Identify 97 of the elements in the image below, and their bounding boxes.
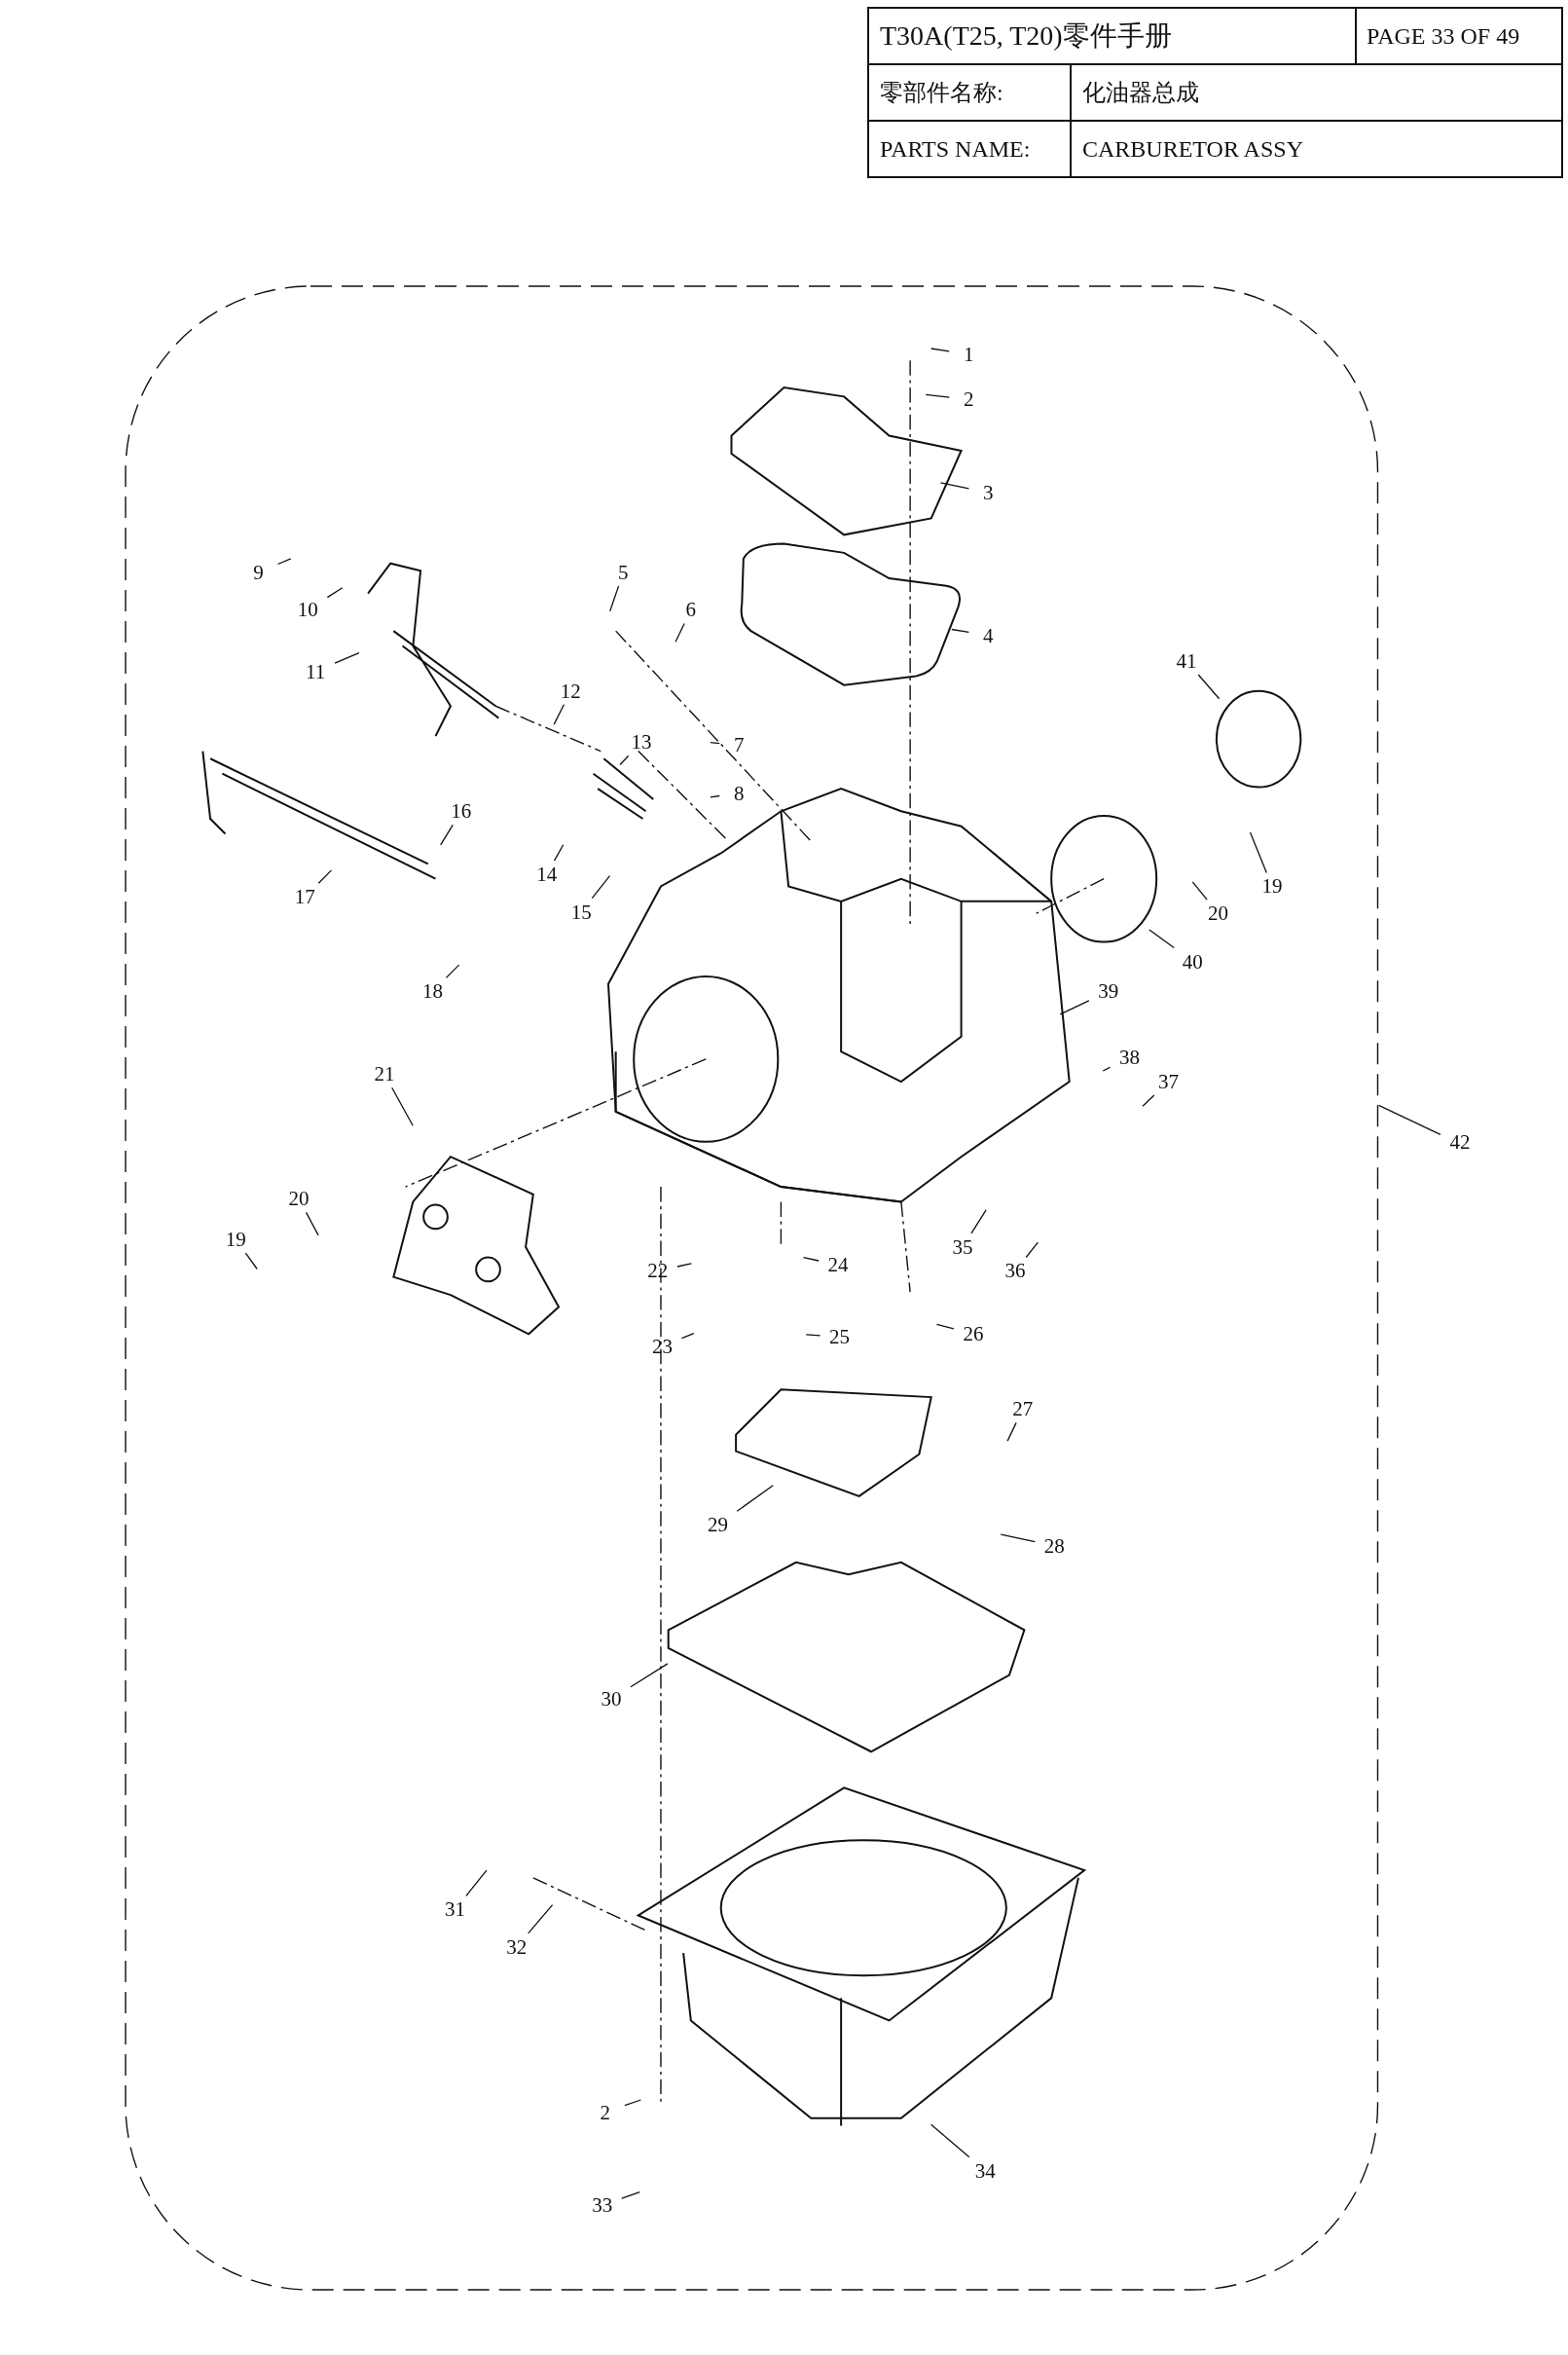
leader-line xyxy=(621,2190,640,2199)
leader-line xyxy=(1149,929,1175,949)
callout-number: 3 xyxy=(968,479,1008,507)
leader-line xyxy=(609,585,620,612)
callout-number: 42 xyxy=(1440,1127,1479,1156)
leader-line xyxy=(1102,1066,1112,1072)
callout-number: 14 xyxy=(527,861,566,889)
leader-line xyxy=(1377,1104,1441,1136)
leader-line xyxy=(736,1485,774,1512)
callout-number: 12 xyxy=(551,677,591,705)
leader-line xyxy=(553,844,565,862)
leader-line xyxy=(930,2123,970,2158)
leader-line xyxy=(939,482,970,490)
callout-number: 21 xyxy=(365,1060,404,1088)
leader-line xyxy=(676,1263,692,1268)
callout-number: 17 xyxy=(285,883,325,911)
callout-number: 9 xyxy=(238,558,278,586)
callout-number: 15 xyxy=(562,898,602,926)
leader-line xyxy=(1000,1533,1036,1543)
leader-line xyxy=(1197,674,1221,700)
leader-line xyxy=(391,1086,414,1126)
leader-line xyxy=(930,348,950,352)
callout-number: 36 xyxy=(996,1257,1036,1285)
callout-number: 19 xyxy=(216,1226,256,1254)
leader-line xyxy=(805,1334,821,1337)
leader-line xyxy=(619,754,630,766)
callout-number: 13 xyxy=(621,728,661,756)
callout-number: 23 xyxy=(642,1332,682,1360)
leader-line xyxy=(1142,1094,1155,1107)
leader-line xyxy=(528,1903,554,1934)
callout-number: 8 xyxy=(719,779,759,807)
leader-line xyxy=(326,587,344,599)
callout-number: 6 xyxy=(671,596,711,624)
leader-line xyxy=(334,651,360,664)
leader-line xyxy=(925,393,950,398)
callout-number: 20 xyxy=(279,1185,319,1213)
leader-line xyxy=(1191,881,1208,901)
dashed-boundary xyxy=(125,285,1379,2292)
leader-line xyxy=(630,1663,669,1688)
leader-line xyxy=(1025,1241,1039,1259)
leader-line xyxy=(276,558,292,566)
callout-number: 24 xyxy=(819,1251,858,1279)
callout-number: 28 xyxy=(1035,1531,1075,1560)
callout-number: 19 xyxy=(1253,872,1292,901)
callout-number: 40 xyxy=(1173,947,1213,975)
callout-number: 33 xyxy=(582,2191,622,2220)
callout-number: 16 xyxy=(441,797,481,826)
leader-line xyxy=(802,1257,820,1262)
callout-number: 35 xyxy=(943,1233,983,1261)
field-label: 零部件名称: xyxy=(880,79,1003,107)
leader-line xyxy=(710,742,720,745)
callout-number: 39 xyxy=(1088,977,1128,1006)
leader-line xyxy=(710,794,720,798)
leader-line xyxy=(591,875,611,900)
leader-line xyxy=(675,622,685,643)
title-text: T30A(T25, T20)零件手册 xyxy=(880,21,1172,51)
callout-number: 25 xyxy=(820,1323,859,1351)
leader-line xyxy=(1059,1000,1090,1015)
leader-line xyxy=(970,1209,987,1234)
leader-line xyxy=(935,1323,955,1330)
leader-line xyxy=(1249,831,1267,874)
callout-number: 30 xyxy=(592,1685,631,1713)
leader-line xyxy=(680,1333,695,1340)
callout-number: 37 xyxy=(1149,1068,1188,1096)
callout-number: 10 xyxy=(288,596,328,624)
field-label: PARTS NAME: xyxy=(880,135,1031,164)
callout-number: 2 xyxy=(949,386,989,414)
leader-line xyxy=(440,824,454,846)
leader-line xyxy=(553,704,565,725)
callout-number: 2 xyxy=(585,2098,625,2126)
leader-line xyxy=(305,1211,319,1236)
callout-number: 29 xyxy=(698,1511,738,1539)
callout-number: 11 xyxy=(296,657,336,685)
callout-number: 38 xyxy=(1110,1044,1149,1072)
callout-number: 26 xyxy=(953,1320,993,1348)
leader-line xyxy=(317,869,333,884)
field-value: 化油器总成 xyxy=(1082,79,1199,107)
callout-number: 5 xyxy=(603,558,643,586)
callout-number: 18 xyxy=(413,977,453,1006)
callout-number: 4 xyxy=(968,621,1008,649)
callout-number: 1 xyxy=(949,341,989,369)
callout-number: 32 xyxy=(496,1932,536,1961)
field-value: CARBURETOR ASSY xyxy=(1082,135,1303,164)
leader-line xyxy=(445,964,460,979)
leader-line xyxy=(465,1869,488,1896)
leader-line xyxy=(951,628,970,634)
callout-number: 41 xyxy=(1167,646,1207,675)
callout-number: 20 xyxy=(1198,900,1238,928)
leader-line xyxy=(1006,1421,1017,1442)
page-number: PAGE 33 OF 49 xyxy=(1367,22,1520,51)
callout-number: 34 xyxy=(966,2156,1005,2185)
callout-number: 27 xyxy=(1003,1395,1042,1423)
callout-number: 7 xyxy=(719,731,759,759)
callout-number: 22 xyxy=(638,1257,677,1285)
leader-line xyxy=(244,1252,258,1270)
callout-number: 31 xyxy=(435,1895,475,1924)
leader-line xyxy=(624,2099,642,2107)
